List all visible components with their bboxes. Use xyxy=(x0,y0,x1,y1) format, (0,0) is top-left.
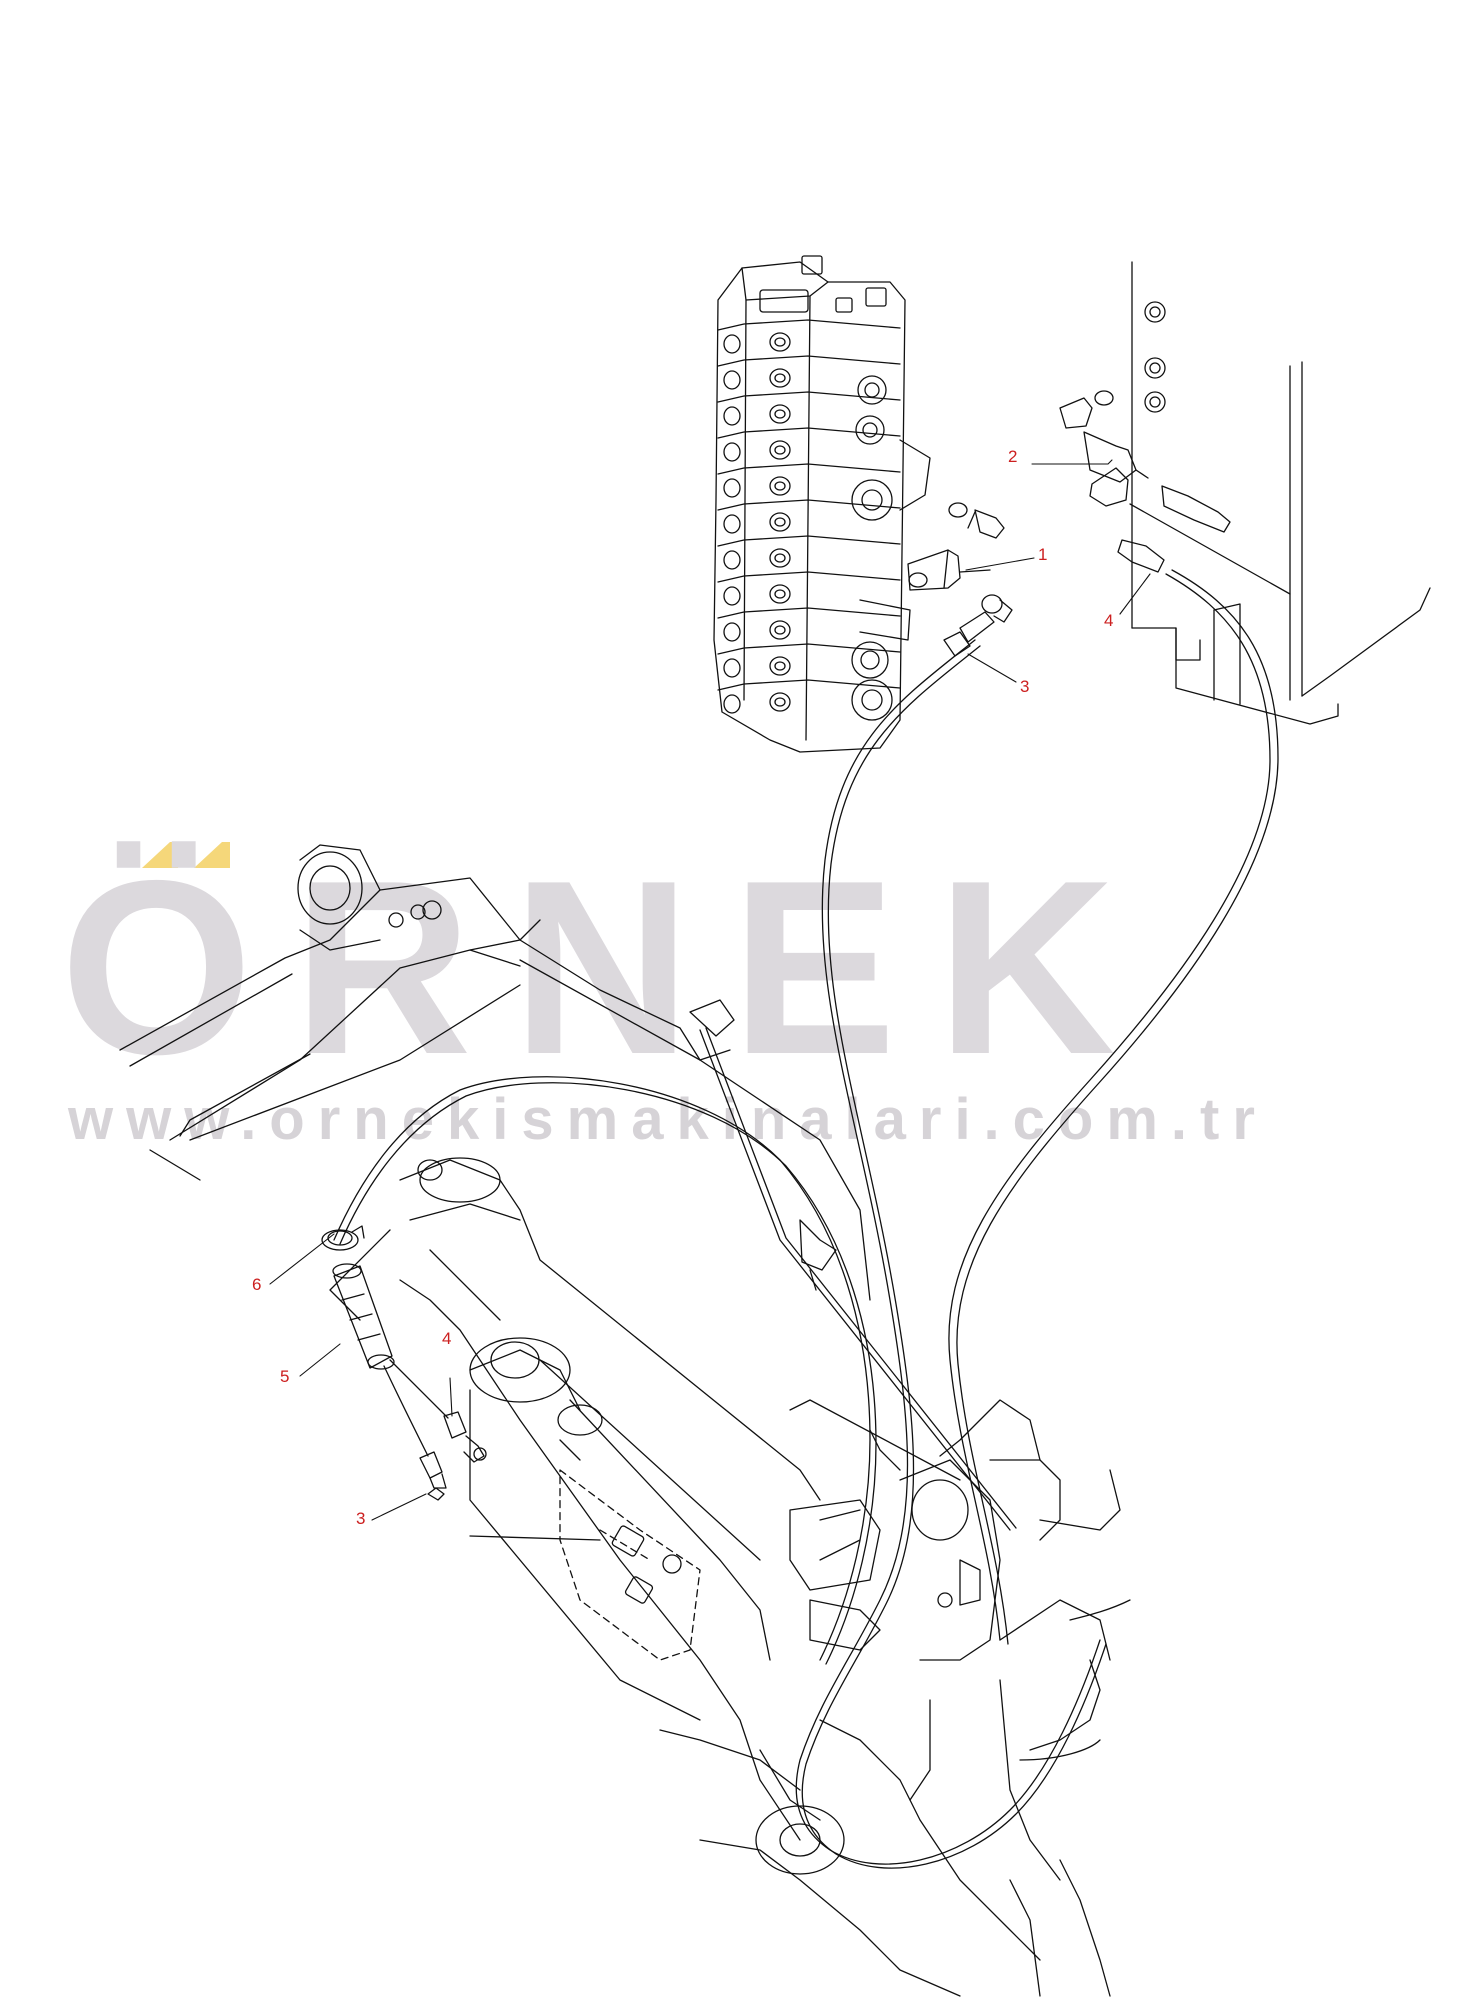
valve-section-spool-core xyxy=(774,409,786,419)
valve-section-spool xyxy=(769,584,791,604)
valve-section-spool xyxy=(769,692,791,712)
boom-arm xyxy=(119,844,1131,1997)
valve-section-spool xyxy=(769,368,791,388)
valve-section-spool-core xyxy=(774,625,786,635)
valve-section-port xyxy=(723,406,741,426)
watermark-umlaut-dots xyxy=(142,842,230,868)
valve-section-plate xyxy=(717,355,901,367)
valve-section-plate xyxy=(717,607,901,619)
valve-section-plate xyxy=(717,499,901,511)
watermark-logo: ÖRNEK xyxy=(60,828,1156,1106)
callout-3-arm: 3 xyxy=(356,1509,366,1528)
valve-section-port xyxy=(723,370,741,390)
valve-section-spool-core xyxy=(774,661,786,671)
valve-fittings xyxy=(907,502,1013,657)
valve-section-port xyxy=(723,334,741,354)
valve-section-plate xyxy=(717,643,901,655)
valve-section-plate xyxy=(717,535,901,547)
valve-section-spool xyxy=(769,476,791,496)
valve-section-spool-core xyxy=(774,445,786,455)
valve-section-port xyxy=(723,478,741,498)
valve-section-port xyxy=(723,622,741,642)
valve-section-spool xyxy=(769,440,791,460)
valve-section-spool xyxy=(769,548,791,568)
control-valve-assembly xyxy=(713,255,931,753)
valve-section-spool-core xyxy=(774,337,786,347)
callout-1: 1 xyxy=(1038,545,1048,564)
leader-lines xyxy=(269,459,1151,1521)
callout-4-frame: 4 xyxy=(1104,611,1114,630)
arm-small-parts xyxy=(321,1225,601,1541)
frame-fittings xyxy=(1059,390,1231,573)
hoses xyxy=(333,569,1279,1869)
callout-2: 2 xyxy=(1008,447,1018,466)
callout-5: 5 xyxy=(280,1367,290,1386)
valve-section-port xyxy=(723,586,741,606)
valve-section-port xyxy=(723,658,741,678)
callout-6: 6 xyxy=(252,1275,262,1294)
valve-section-spool xyxy=(769,404,791,424)
valve-section-spool-core xyxy=(774,373,786,383)
valve-section-plate xyxy=(717,463,901,475)
valve-section-spool-core xyxy=(774,697,786,707)
valve-section-spool xyxy=(769,656,791,676)
valve-section-port xyxy=(723,550,741,570)
valve-section-spool xyxy=(769,620,791,640)
valve-section-plate xyxy=(717,679,901,691)
valve-section-port xyxy=(723,694,741,714)
right-frame-bracket xyxy=(1129,261,1431,725)
valve-section-plate xyxy=(717,427,901,439)
valve-section-spool-core xyxy=(774,553,786,563)
valve-section-spool xyxy=(769,512,791,532)
valve-section-spool-core xyxy=(774,589,786,599)
valve-section-spool-core xyxy=(774,517,786,527)
callout-4-arm: 4 xyxy=(442,1329,452,1348)
valve-section-spool xyxy=(769,332,791,352)
valve-section-plate xyxy=(717,571,901,583)
valve-section-port xyxy=(723,442,741,462)
valve-section-plate xyxy=(717,319,901,331)
valve-section-plate xyxy=(717,391,901,403)
valve-section-port xyxy=(723,514,741,534)
valve-section-spool-core xyxy=(774,481,786,491)
callout-3-valve: 3 xyxy=(1020,677,1030,696)
